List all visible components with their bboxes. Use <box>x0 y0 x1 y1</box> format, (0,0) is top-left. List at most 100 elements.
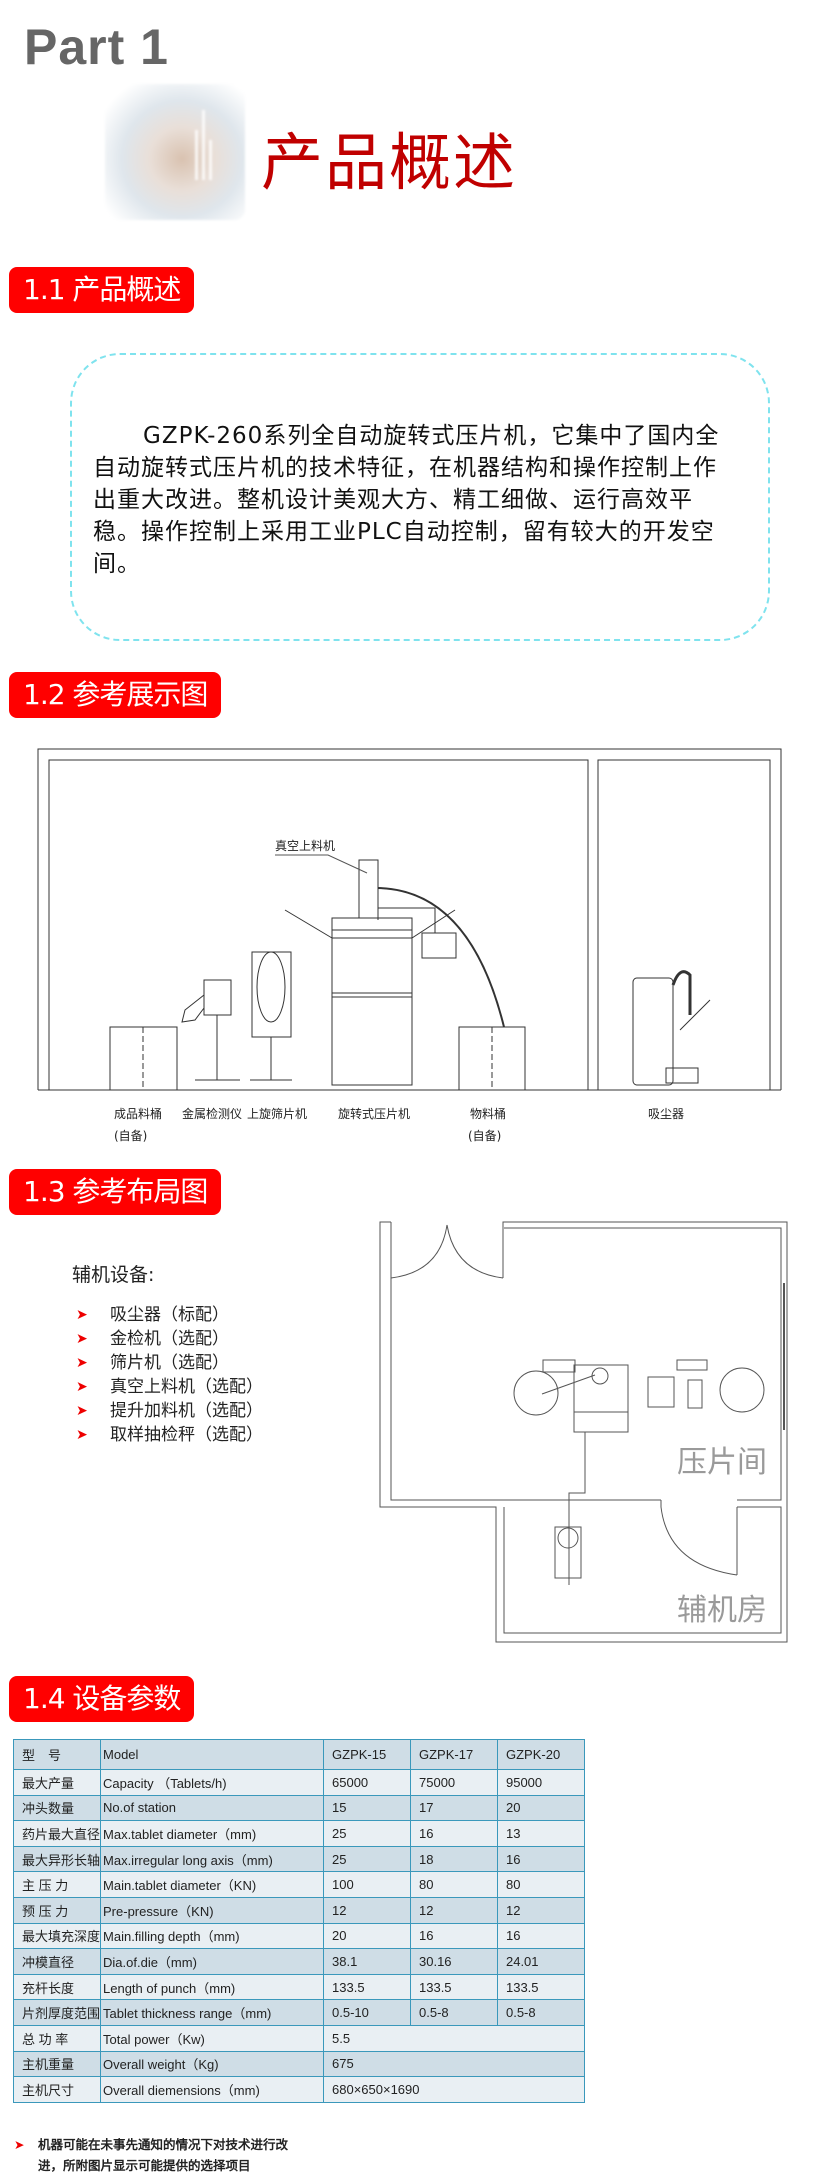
label-metal-detector: 金属检测仪 <box>182 1106 242 1121</box>
row-value: 0.5-8 <box>496 1999 586 2026</box>
row-label-en: Max.irregular long axis（mm) <box>100 1845 325 1873</box>
row-value: 675 <box>323 2050 585 2078</box>
row-label-cn: 最大产量 <box>12 1769 102 1796</box>
list-item-label: 提升加料机（选配） <box>110 1401 263 1421</box>
header-cn: 型 号 <box>12 1739 102 1770</box>
label-sifter: 上旋筛片机 <box>247 1106 307 1121</box>
label-product-bucket: 成品料桶 <box>114 1106 162 1121</box>
list-item: ➤ 真空上料机（选配） <box>76 1375 263 1399</box>
room-label-aux: 辅机房 <box>677 1593 767 1628</box>
callout-vacuum-feeder: 真空上料机 <box>275 839 335 853</box>
row-label-en: Length of punch（mm) <box>100 1973 325 2001</box>
row-value: 25 <box>323 1845 411 1873</box>
row-label-en: No.of station <box>100 1794 325 1822</box>
row-value: 5.5 <box>323 2024 585 2052</box>
row-value: 20 <box>323 1922 411 1950</box>
press-footprint <box>573 1364 629 1433</box>
arrow-bullet-icon: ➤ <box>76 1331 88 1347</box>
row-value: 133.5 <box>496 1973 586 2001</box>
list-item: ➤ 提升加料机（选配） <box>76 1399 263 1423</box>
row-value: 17 <box>410 1794 498 1822</box>
row-value: 16 <box>496 1922 586 1950</box>
row-value: 75000 <box>410 1769 498 1796</box>
row-value: 65000 <box>323 1769 411 1796</box>
row-value: 16 <box>496 1845 586 1873</box>
list-item-label: 吸尘器（标配） <box>110 1305 229 1325</box>
row-value: 16 <box>410 1922 498 1950</box>
list-item-label: 筛片机（选配） <box>110 1353 229 1373</box>
row-label-en: Pre-pressure（KN) <box>100 1896 325 1924</box>
display-diagram: 真空上料机 成品料桶 (自备) 金属检测仪 上旋筛片机 旋转式压片机 物料桶 (… <box>37 748 782 1143</box>
header-model: GZPK-17 <box>410 1739 498 1770</box>
footnote-text: 机器可能在未事先通知的情况下对技术进行改进，所附图片显示可能提供的选择项目 <box>38 2137 289 2173</box>
row-label-cn: 最大填充深度 <box>12 1922 102 1950</box>
row-value: 133.5 <box>410 1973 498 2001</box>
row-label-cn: 总 功 率 <box>12 2024 102 2052</box>
row-value: 13 <box>496 1820 586 1847</box>
row-label-cn: 主机重量 <box>12 2050 102 2078</box>
floor-plan: 压片间 辅机房 <box>379 1221 788 1643</box>
row-value: 12 <box>323 1896 411 1924</box>
row-label-en: Overall diemensions（mm) <box>100 2076 325 2103</box>
room-label-press: 压片间 <box>677 1445 767 1480</box>
row-value: 133.5 <box>323 1973 411 2001</box>
aux-device <box>554 1526 582 1579</box>
row-value: 80 <box>410 1871 498 1898</box>
header-photo <box>105 84 245 220</box>
row-value: 80 <box>496 1871 586 1898</box>
tablet-press <box>331 917 413 1086</box>
row-label-en: Overall weight（Kg) <box>100 2050 325 2078</box>
row-label-cn: 冲头数量 <box>12 1794 102 1822</box>
section-title: 产品概述 <box>261 126 518 199</box>
row-value: 24.01 <box>496 1948 586 1975</box>
row-label-cn: 主机尺寸 <box>12 2076 102 2103</box>
row-label-cn: 冲模直径 <box>12 1948 102 1975</box>
row-value: 95000 <box>496 1769 586 1796</box>
control-panel <box>421 932 457 959</box>
row-value: 12 <box>410 1896 498 1924</box>
arrow-bullet-icon: ➤ <box>76 1379 88 1395</box>
row-label-cn: 最大异形长轴 <box>12 1845 102 1873</box>
row-label-cn: 药片最大直径 <box>12 1820 102 1847</box>
section-banner-1-4: 1.4 设备参数 <box>9 1676 195 1722</box>
row-label-en: Capacity （Tablets/h) <box>100 1769 325 1796</box>
bucket-right <box>719 1367 765 1413</box>
row-value: 38.1 <box>323 1948 411 1975</box>
list-item: ➤取样抽检秤（选配） <box>76 1423 263 1447</box>
intro-text: GZPK-260系列全自动旋转式压片机，它集中了国内全自动旋转式压片机的技术特征… <box>93 423 720 577</box>
label-self-provided: (自备) <box>114 1129 147 1143</box>
row-value: 0.5-8 <box>410 1999 498 2026</box>
section-banner-1-3: 1.3 参考布局图 <box>9 1169 222 1215</box>
row-value: 680×650×1690 <box>323 2076 585 2103</box>
table-header-row: 型 号 Model GZPK-15 GZPK-17 GZPK-20 <box>12 1739 586 1770</box>
list-item-label: 金检机（选配） <box>110 1329 229 1349</box>
arrow-bullet-icon: ➤ <box>14 2137 25 2152</box>
list-item-label: 真空上料机（选配） <box>110 1377 263 1397</box>
header-model: GZPK-15 <box>323 1739 411 1770</box>
aux-equipment-list: ➤吸尘器（标配） ➤金检机（选配） ➤筛片机（选配） ➤真空上料机（选配） ➤提… <box>76 1303 263 1447</box>
row-label-cn: 主 压 力 <box>12 1871 102 1898</box>
label-dust-collector: 吸尘器 <box>648 1107 684 1121</box>
list-item: ➤ 金检机（选配） <box>76 1327 263 1351</box>
list-item: ➤筛片机（选配） <box>76 1351 263 1375</box>
row-value: 16 <box>410 1820 498 1847</box>
arrow-bullet-icon: ➤ <box>76 1403 88 1419</box>
label-material-bucket: 物料桶 <box>470 1106 506 1121</box>
row-label-en: Main.tablet diameter（KN) <box>100 1871 325 1898</box>
footnote: ➤ 机器可能在未事先通知的情况下对技术进行改进，所附图片显示可能提供的选择项目 <box>14 2134 298 2176</box>
row-value: 0.5-10 <box>323 1999 411 2026</box>
row-label-en: Max.tablet diameter（mm) <box>100 1820 325 1847</box>
section-banner-1-1: 1.1 产品概述 <box>9 267 195 313</box>
row-value: 12 <box>496 1896 586 1924</box>
